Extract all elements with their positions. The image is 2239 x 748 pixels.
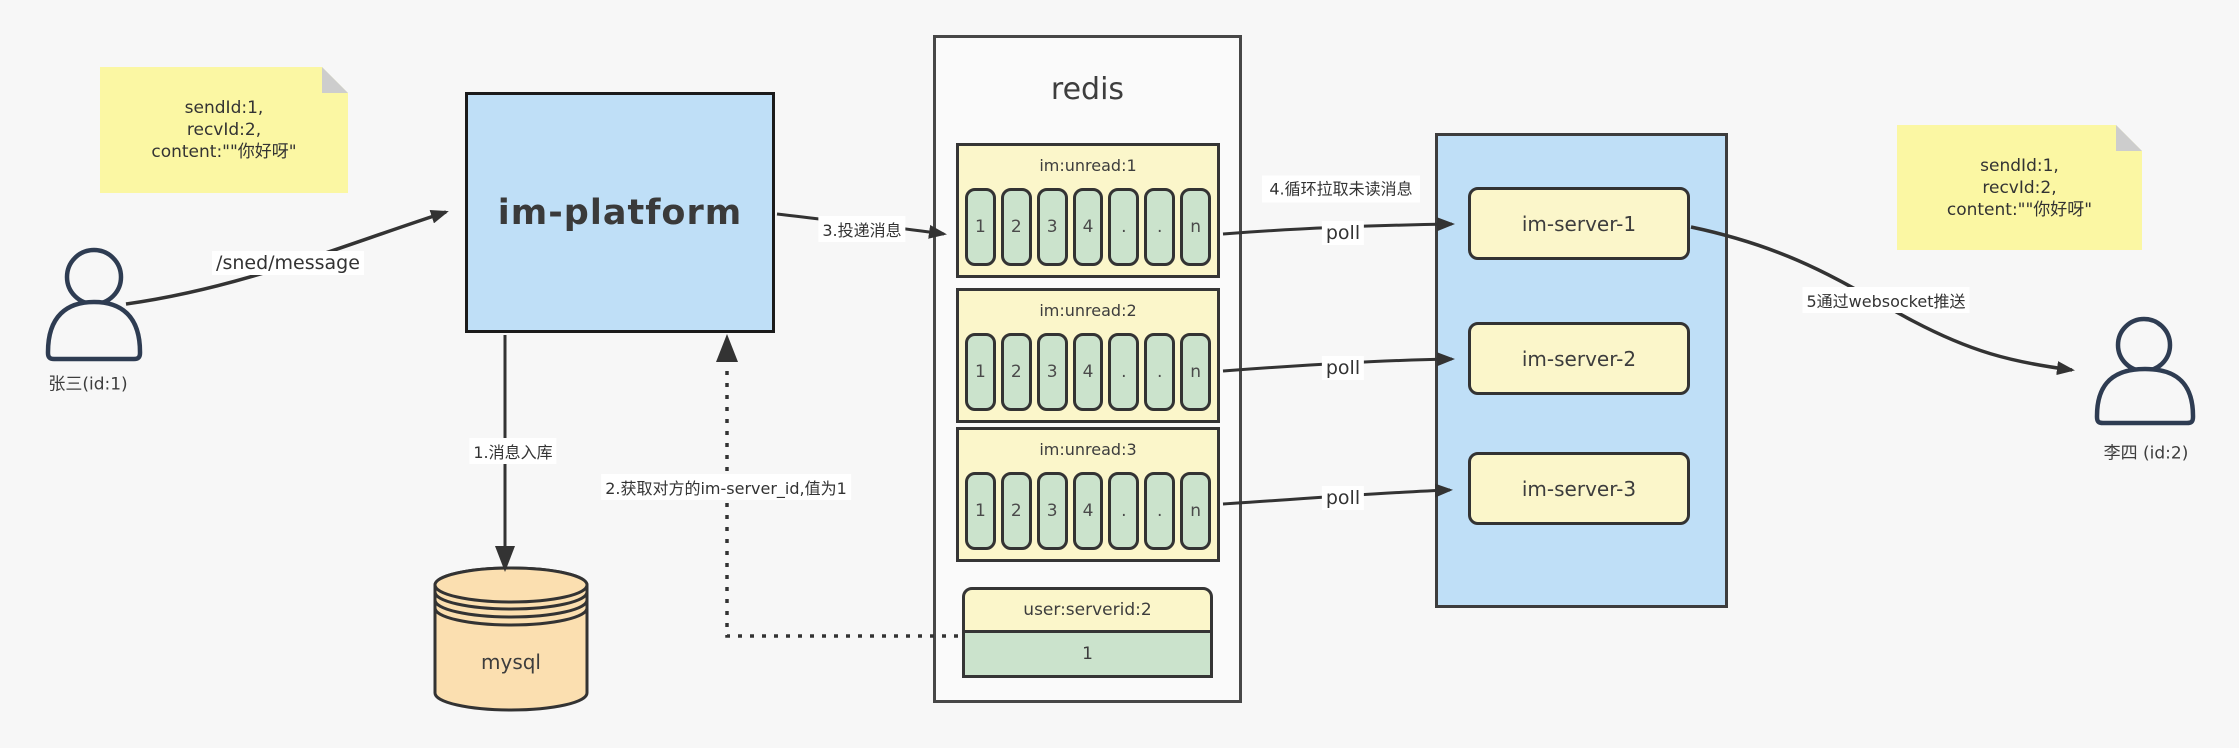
im-server-2-box: im-server-2 <box>1468 322 1690 395</box>
label-poll-3: poll <box>1321 486 1365 510</box>
queue-im-unread-1: im:unread:1 1 2 3 4 . . n <box>956 143 1220 278</box>
user-serverid-box: user:serverid:2 1 <box>962 587 1213 678</box>
queue-header: im:unread:1 <box>1039 156 1137 175</box>
label-step4: 4.循环拉取未读消息 <box>1262 175 1420 203</box>
queue-cell: . <box>1108 333 1140 411</box>
mysql-cylinder <box>433 566 589 712</box>
queue-cell: . <box>1108 472 1140 550</box>
im-server-1-box: im-server-1 <box>1468 187 1690 260</box>
label-step5: 5通过websocket推送 <box>1802 287 1970 313</box>
queue-cell: . <box>1144 188 1176 266</box>
label-poll-1: poll <box>1321 221 1365 245</box>
queue-cell: 1 <box>965 472 996 550</box>
queue-im-unread-3: im:unread:3 1 2 3 4 . . n <box>956 427 1220 562</box>
im-server-cluster: im-server-1 im-server-2 im-server-3 <box>1435 133 1728 608</box>
queue-cell: 3 <box>1036 333 1068 411</box>
queue-cell: . <box>1108 188 1140 266</box>
im-server-3-box: im-server-3 <box>1468 452 1690 525</box>
queue-cell: 1 <box>965 188 996 266</box>
label-send-api: /sned/message <box>212 251 364 275</box>
queue-cell: 2 <box>1000 472 1032 550</box>
note-fold-corner <box>2116 125 2142 151</box>
receiver-user-icon <box>2094 316 2196 426</box>
note-line: recvId:2, <box>1982 177 2057 198</box>
im-server-1-label: im-server-1 <box>1521 211 1637 236</box>
queue-im-unread-2: im:unread:2 1 2 3 4 . . n <box>956 288 1220 423</box>
user-serverid-value: 1 <box>962 633 1213 678</box>
label-step3: 3.投递消息 <box>818 216 906 242</box>
queue-cell: . <box>1144 472 1176 550</box>
sender-label: 张三(id:1) <box>48 374 128 395</box>
im-platform-box: im-platform <box>465 92 775 333</box>
note-line: recvId:2, <box>186 120 262 140</box>
queue-cell: 4 <box>1072 188 1104 266</box>
note-line: sendId:1, <box>184 98 264 118</box>
queue-cell: n <box>1180 188 1212 266</box>
queue-cell: 1 <box>965 333 996 411</box>
label-step1: 1.消息入库 <box>469 438 557 464</box>
label-poll-2: poll <box>1321 356 1365 380</box>
queue-cell: . <box>1144 333 1176 411</box>
queue-cell: 4 <box>1072 472 1104 550</box>
note-line: content:""你好呀" <box>1946 199 2093 220</box>
queue-cell: n <box>1180 472 1212 550</box>
queue-cell: n <box>1180 333 1212 411</box>
im-platform-label: im-platform <box>497 192 743 233</box>
note-fold-corner <box>322 67 348 93</box>
redis-title: redis <box>1050 72 1125 107</box>
user-serverid-header: user:serverid:2 <box>962 587 1213 633</box>
queue-header: im:unread:3 <box>1039 440 1137 459</box>
queue-cells: 1 2 3 4 . . n <box>965 333 1212 411</box>
queue-cell: 2 <box>1000 188 1032 266</box>
redis-container: redis im:unread:1 1 2 3 4 . . n im:unrea… <box>933 35 1242 703</box>
im-server-2-label: im-server-2 <box>1521 346 1637 371</box>
note-line: content:""你好呀" <box>151 142 297 162</box>
queue-cell: 2 <box>1000 333 1032 411</box>
queue-cell: 3 <box>1036 472 1068 550</box>
im-server-3-label: im-server-3 <box>1521 476 1637 501</box>
receiver-label: 李四 (id:2) <box>2103 443 2189 464</box>
queue-cells: 1 2 3 4 . . n <box>965 188 1212 266</box>
sticky-note-right: sendId:1, recvId:2, content:""你好呀" <box>1897 125 2142 250</box>
queue-cells: 1 2 3 4 . . n <box>965 472 1212 550</box>
sender-user-icon <box>45 247 143 362</box>
label-step2: 2.获取对方的im-server_id,值为1 <box>601 474 851 500</box>
queue-header: im:unread:2 <box>1039 301 1137 320</box>
note-line: sendId:1, <box>1980 155 2059 176</box>
sticky-note-left: sendId:1, recvId:2, content:""你好呀" <box>100 67 348 193</box>
queue-cell: 4 <box>1072 333 1104 411</box>
mysql-label: mysql <box>481 650 541 674</box>
queue-cell: 3 <box>1036 188 1068 266</box>
